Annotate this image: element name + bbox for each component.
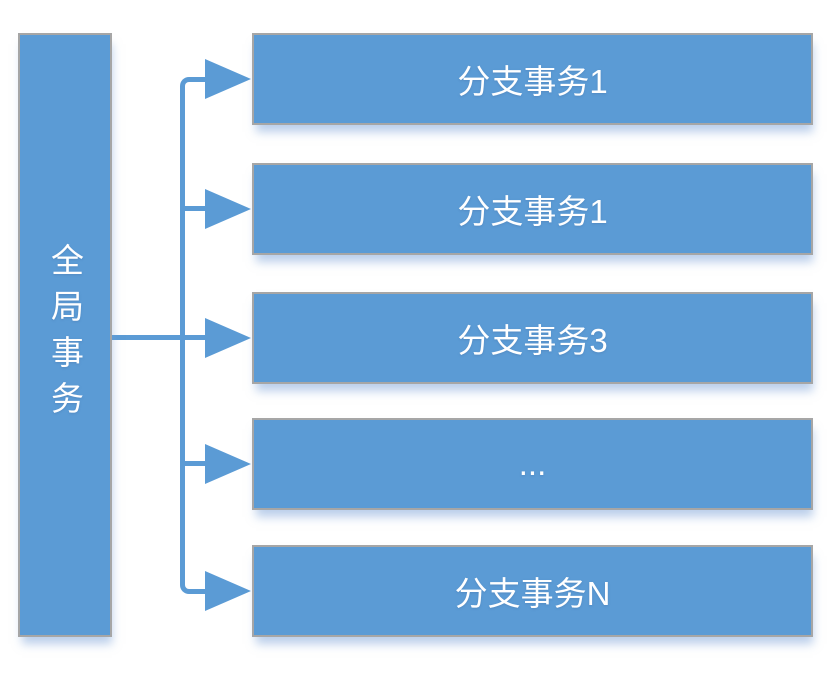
branch-transaction-label: 分支事务1 xyxy=(457,63,608,100)
branch-transaction-label: 分支事务N xyxy=(454,575,611,612)
branch-transaction-node-3: 分支事务3 xyxy=(252,292,813,384)
branch-transaction-node-n: 分支事务N xyxy=(252,545,813,637)
branch-transaction-node-1: 分支事务1 xyxy=(252,33,813,125)
arrowhead-icon xyxy=(205,59,251,99)
branch-transaction-label: 分支事务3 xyxy=(457,322,608,359)
branch-transaction-node-ellipsis: ... xyxy=(252,418,813,510)
arrowhead-icon xyxy=(205,189,251,229)
branch-transaction-label: 分支事务1 xyxy=(457,193,608,230)
connector-stem-branch-4 xyxy=(180,461,208,466)
arrowhead-icon xyxy=(205,571,251,611)
branch-transaction-node-2: 分支事务1 xyxy=(252,163,813,255)
global-transaction-label: 全局事务 xyxy=(46,243,84,427)
connector-stem-root xyxy=(110,335,208,340)
arrowhead-icon xyxy=(205,444,251,484)
arrowhead-icon xyxy=(205,318,251,358)
global-transaction-node: 全局事务 xyxy=(18,33,112,637)
branch-transaction-label: ... xyxy=(518,445,547,482)
connector-stem-branch-2 xyxy=(180,206,208,211)
